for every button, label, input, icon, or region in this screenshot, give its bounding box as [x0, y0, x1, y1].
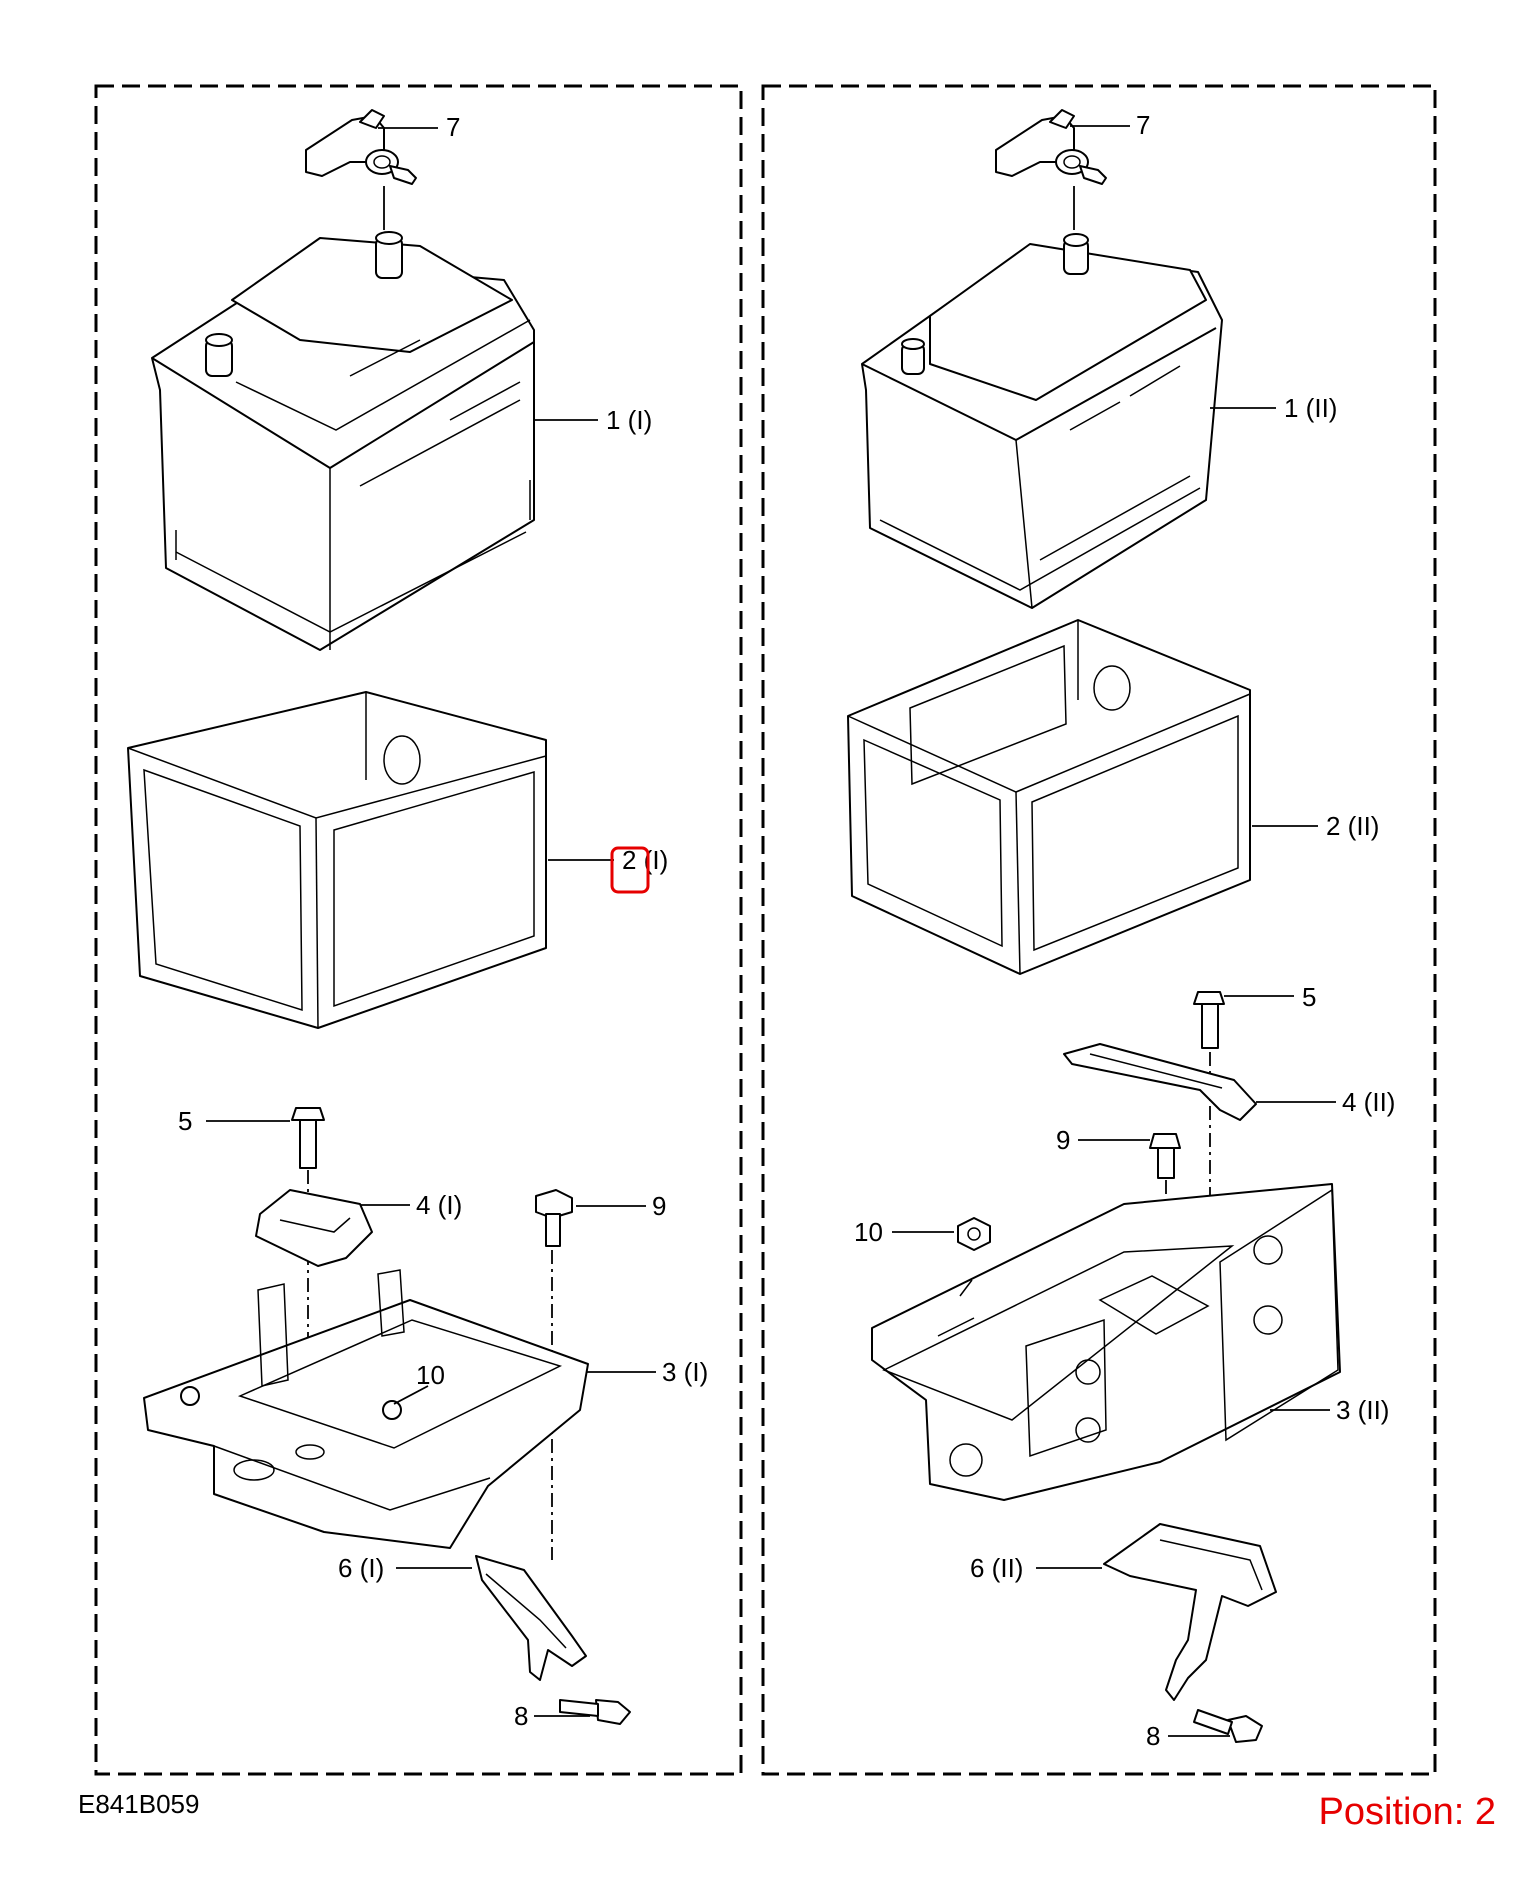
right-callout-cover: 2 (II)	[1326, 811, 1379, 841]
left-bracket-bolt	[534, 1699, 631, 1725]
position-highlight-marker	[610, 846, 650, 894]
left-battery-cover	[127, 691, 614, 1029]
right-battery-sensor	[995, 109, 1130, 230]
left-hold-down-clamp	[255, 1189, 410, 1267]
right-tray-nut	[892, 1217, 991, 1251]
right-callout-tray: 3 (II)	[1336, 1395, 1389, 1425]
left-panel-frame	[94, 84, 743, 1776]
left-callout-tray: 3 (I)	[662, 1357, 708, 1387]
right-callout-nut10: 10	[854, 1217, 883, 1247]
right-bracket-bolt	[1168, 1709, 1263, 1743]
right-callout-bolt8: 8	[1146, 1721, 1160, 1751]
left-battery	[151, 231, 598, 651]
left-callout-sensor: 7	[446, 112, 460, 142]
figure-code: E841B059	[78, 1789, 199, 1819]
left-callout-bolt9: 9	[652, 1191, 666, 1221]
left-callout-bolt8: 8	[514, 1701, 528, 1731]
right-tray-bracket	[1036, 1523, 1277, 1701]
right-callout-bracket: 6 (II)	[970, 1553, 1023, 1583]
left-battery-sensor	[305, 109, 438, 230]
right-panel: 7 1 (II) 2 (II) 5 4 (II) 9 10 3 (II) 6 (…	[847, 109, 1395, 1751]
right-callout-battery: 1 (II)	[1284, 393, 1337, 423]
right-battery	[861, 233, 1276, 609]
right-battery-tray	[871, 1183, 1341, 1501]
right-callout-bolt5: 5	[1302, 982, 1316, 1012]
left-tray-bracket	[396, 1555, 587, 1681]
left-callout-clamp: 4 (I)	[416, 1190, 462, 1220]
left-panel: 7 1 (I) 2 (I) 5 4 (I) 9 3 (I) 10 6 (I) 8	[127, 109, 708, 1731]
left-callout-bolt5: 5	[178, 1106, 192, 1136]
right-callout-sensor: 7	[1136, 110, 1150, 140]
left-battery-tray	[143, 1269, 656, 1549]
right-callout-clamp: 4 (II)	[1342, 1087, 1395, 1117]
right-hold-down-clamp	[1063, 1043, 1336, 1121]
right-callout-bolt9: 9	[1056, 1125, 1070, 1155]
left-callout-battery: 1 (I)	[606, 405, 652, 435]
left-callout-nut10: 10	[416, 1360, 445, 1390]
position-label: Position: 2	[1319, 1791, 1496, 1833]
left-callout-bracket: 6 (I)	[338, 1553, 384, 1583]
right-battery-cover	[847, 619, 1318, 975]
right-panel-frame	[761, 84, 1437, 1776]
